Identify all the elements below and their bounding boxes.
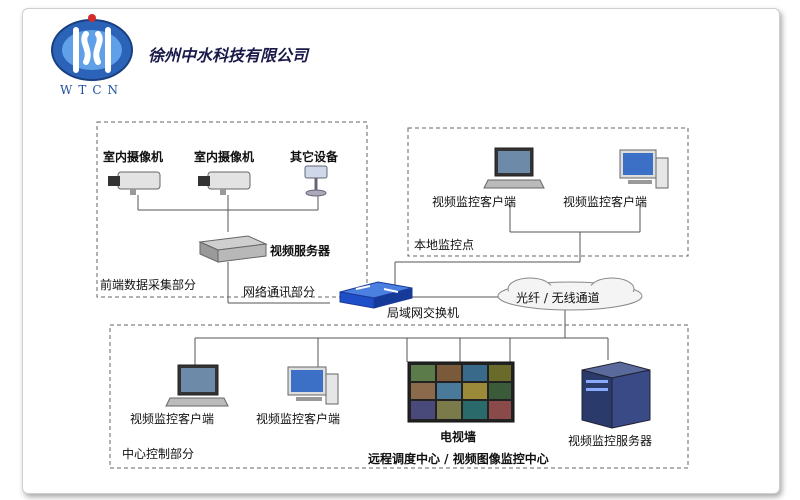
server-label: 视频监控服务器 [568,434,653,448]
lan-switch-icon [339,281,413,309]
client-laptop-icon [165,364,229,407]
logo-letters: WTCN [60,83,124,97]
network-zone-label: 网络通讯部分 [243,285,316,299]
client-desktop-icon [287,366,339,405]
center-zone-box [109,324,689,469]
client-desktop-icon [619,149,669,189]
local-client2-label: 视频监控客户端 [563,195,648,209]
switch-label: 局域网交换机 [387,306,460,320]
tv-wall-icon [407,361,515,423]
local-zone-label: 本地监控点 [414,238,475,252]
video-server-icon [198,235,268,263]
company-name: 徐州中水科技有限公司 [148,46,309,65]
video-server-label: 视频服务器 [270,244,331,258]
camera1-label: 室内摄像机 [103,150,164,164]
cloud-label: 光纤 / 无线通道 [516,291,600,305]
local-zone-box [407,127,689,257]
front-end-zone-label: 前端数据采集部分 [100,278,197,292]
center-title-label: 远程调度中心 / 视频图像监控中心 [368,452,549,466]
other-device-icon [304,165,328,197]
page-frame [22,8,780,494]
other-device-label: 其它设备 [290,150,339,164]
center-client2-label: 视频监控客户端 [256,412,341,426]
fiber-wireless-cloud [497,277,643,311]
front-end-zone-box [96,121,368,298]
local-client1-label: 视频监控客户端 [432,195,517,209]
camera2-label: 室内摄像机 [194,150,255,164]
camera-icon [198,171,251,195]
center-client1-label: 视频监控客户端 [130,412,215,426]
company-logo: WTCN [51,14,133,97]
center-zone-label: 中心控制部分 [122,447,195,461]
server-tower-icon [581,361,651,429]
tv-wall-label: 电视墙 [440,430,477,444]
camera-icon [108,171,161,195]
client-laptop-icon [483,147,545,189]
